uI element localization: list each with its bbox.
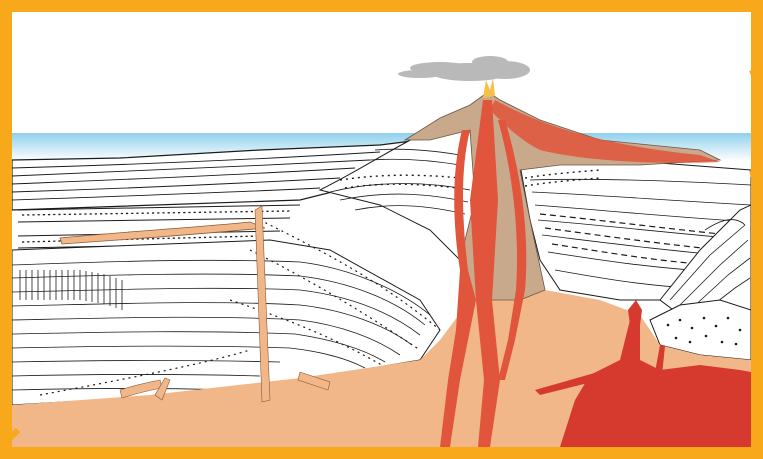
volcano-cross-section-diagram [0,0,763,459]
cross-section-svg [0,0,763,459]
